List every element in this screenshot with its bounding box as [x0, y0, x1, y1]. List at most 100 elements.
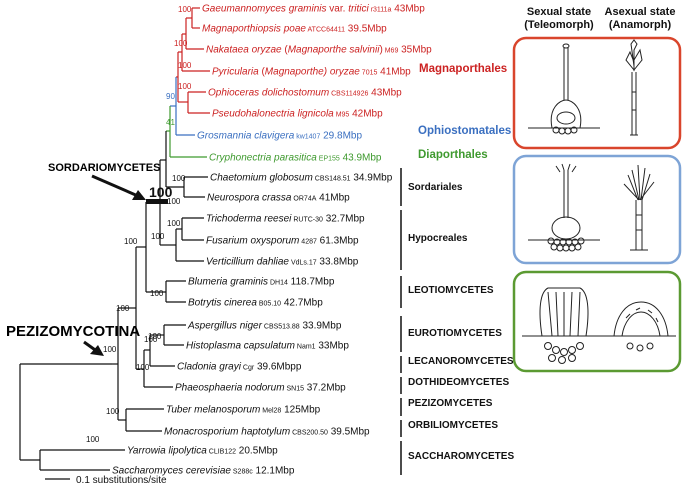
conidiophore-illustration: [625, 39, 643, 136]
taxon-qual: (: [259, 67, 266, 78]
pezizomycotina-label: PEZIZOMYCOTINA: [6, 323, 140, 340]
taxon-size: 125Mbp: [281, 405, 320, 416]
group-label: Ophiostomatales: [418, 125, 511, 137]
group-label: DOTHIDEOMYCETES: [408, 377, 509, 388]
taxon-size: 29.8Mbp: [320, 131, 362, 142]
sexual-state-header-line2: (Teleomorph): [524, 19, 594, 31]
group-label: LEOTIOMYCETES: [408, 285, 494, 296]
taxon-strain: SN15: [285, 386, 305, 393]
group-label: Diaporthales: [418, 149, 488, 161]
taxon-name: Pyricularia: [212, 67, 259, 78]
sordariomycetes-label: SORDARIOMYCETES: [48, 162, 160, 174]
taxon-name: Fusarium oxysporum: [206, 236, 299, 247]
asexual-state-header-line1: Asexual state: [605, 6, 676, 18]
taxon-size: 33.9Mbp: [300, 321, 342, 332]
taxon-label: Saccharomyces cerevisiae S288c 12.1Mbp: [112, 466, 295, 477]
taxon-name: Phaeosphaeria nodorum: [175, 383, 285, 394]
taxon-label: Fusarium oxysporum 4287 61.3Mbp: [206, 236, 359, 247]
taxon-name: Gaeumannomyces graminis: [202, 4, 327, 15]
taxon-size: 33Mbp: [316, 341, 350, 352]
sordariomycetes-support: 100: [149, 184, 173, 200]
taxon-size: 43Mbp: [391, 4, 425, 15]
taxon-size: 32.7Mbp: [323, 214, 365, 225]
support-value: 100: [178, 5, 192, 14]
taxon-name: Blumeria graminis: [188, 277, 268, 288]
support-value: 100: [167, 197, 181, 206]
taxon-label: Magnaporthiopsis poae ATCC64411 39.5Mbp: [202, 24, 387, 35]
group-label: Hypocreales: [408, 233, 468, 244]
taxon-name: Tuber melanosporum: [166, 405, 260, 416]
taxon-size: 33.8Mbp: [317, 257, 359, 268]
perithecium-illustration: [528, 43, 600, 135]
sexual-state-header-line1: Sexual state: [527, 6, 591, 18]
taxon-qual: var.: [327, 4, 349, 15]
support-values: 1001001001009041100100100100100100100100…: [86, 5, 192, 444]
taxon-label: Verticillium dahliae VdLs.17 33.8Mbp: [206, 257, 359, 268]
taxon-strain: Cgr: [241, 365, 255, 372]
taxon-name: Yarrowia lipolytica: [127, 446, 207, 457]
taxon-label: Grosmannia clavigera kw1407 29.8Mbp: [197, 131, 362, 142]
taxon-size: 35Mbp: [398, 45, 432, 56]
support-value: 100: [178, 61, 192, 70]
taxon-strain: CBS114926: [329, 91, 368, 98]
support-value: 90: [166, 92, 175, 101]
taxon-strain: 7015: [360, 70, 378, 77]
taxon-name: Chaetomium globosum: [210, 173, 313, 184]
group-label: Sordariales: [408, 182, 463, 193]
taxon-label: Monacrosporium haptotylum CBS200.50 39.5…: [164, 427, 370, 438]
taxon-close: ) oryzae: [323, 67, 361, 78]
taxon-size: 42.7Mbp: [281, 298, 323, 309]
taxon-label: Blumeria graminis DH14 118.7Mbp: [188, 277, 335, 288]
taxon-size: 41Mbp: [377, 67, 411, 78]
group-label: ORBILIOMYCETES: [408, 420, 498, 431]
scale-bar-label: 0.1 substitutions/site: [76, 475, 167, 486]
taxon-name: Ophioceras dolichostomum: [208, 88, 329, 99]
support-value: 100: [136, 363, 150, 372]
magnaporthales-morphology-box: [512, 36, 682, 150]
synnema-illustration: [623, 164, 655, 251]
sordariomycetes-node-bar: [146, 199, 168, 204]
taxon-name: Magnaporthiopsis poae: [202, 24, 306, 35]
taxon-name: Saccharomyces cerevisiae: [112, 466, 231, 477]
taxon-strain: M95: [334, 112, 350, 119]
taxon-label: Tuber melanosporum Mel28 125Mbp: [166, 405, 321, 416]
apothecium-illustration: [606, 301, 676, 352]
cleistothecium-illustration: [522, 287, 612, 364]
taxon-strain: CBS148.51: [313, 176, 351, 183]
group-label: EUROTIOMYCETES: [408, 328, 502, 339]
taxon-label: Chaetomium globosum CBS148.51 34.9Mbp: [210, 173, 393, 184]
taxon-label: Histoplasma capsulatum Nam1 33Mbp: [186, 341, 349, 352]
taxon-strain: S288c: [231, 469, 253, 476]
taxon-label: Trichoderma reesei RUTC-30 32.7Mbp: [206, 214, 365, 225]
taxon-strain: OR74A: [291, 196, 316, 203]
taxon-label: Pseudohalonectria lignicola M95 42Mbp: [212, 109, 383, 120]
taxon-size: 43Mbp: [368, 88, 402, 99]
support-value: 100: [174, 39, 188, 48]
taxon-name: Aspergillus niger: [187, 321, 263, 332]
support-value: 100: [106, 407, 120, 416]
pezizomycotina-arrow-head: [90, 345, 104, 356]
taxon-strain: DH14: [268, 280, 288, 287]
support-value: 41: [166, 118, 175, 127]
taxon-size: 20.5Mbp: [236, 446, 278, 457]
taxon-strain: r3111a: [369, 7, 392, 14]
sordariomycetes-arrow-line: [91, 174, 139, 198]
taxon-name: Grosmannia clavigera: [197, 131, 295, 142]
group-label: SACCHAROMYCETES: [408, 451, 514, 462]
taxon-strain: VdLs.17: [289, 260, 317, 267]
support-value: 100: [103, 345, 117, 354]
support-value: 100: [150, 289, 164, 298]
ophiostomatales-morphology-box: [512, 154, 682, 265]
taxon-labels: Gaeumannomyces graminis var. tritici r31…: [112, 4, 432, 477]
taxon-size: 42Mbp: [349, 109, 383, 120]
taxon-label: Nakataea oryzae (Magnaporthe salvinii) M…: [206, 45, 432, 56]
taxon-strain: CBS200.50: [290, 430, 328, 437]
taxon-label: Yarrowia lipolytica CLIB122 20.5Mbp: [127, 446, 278, 457]
taxon-name: Histoplasma capsulatum: [186, 341, 295, 352]
taxon-name: Nakataea oryzae: [206, 45, 282, 56]
taxon-label: Cryphonectria parasitica EP155 43.9Mbp: [209, 153, 382, 164]
tree-branches: [19, 7, 210, 471]
taxon-size: 39.5Mbp: [345, 24, 387, 35]
support-value: 100: [167, 219, 181, 228]
taxon-label: Neurospora crassa OR74A 41Mbp: [207, 193, 350, 204]
